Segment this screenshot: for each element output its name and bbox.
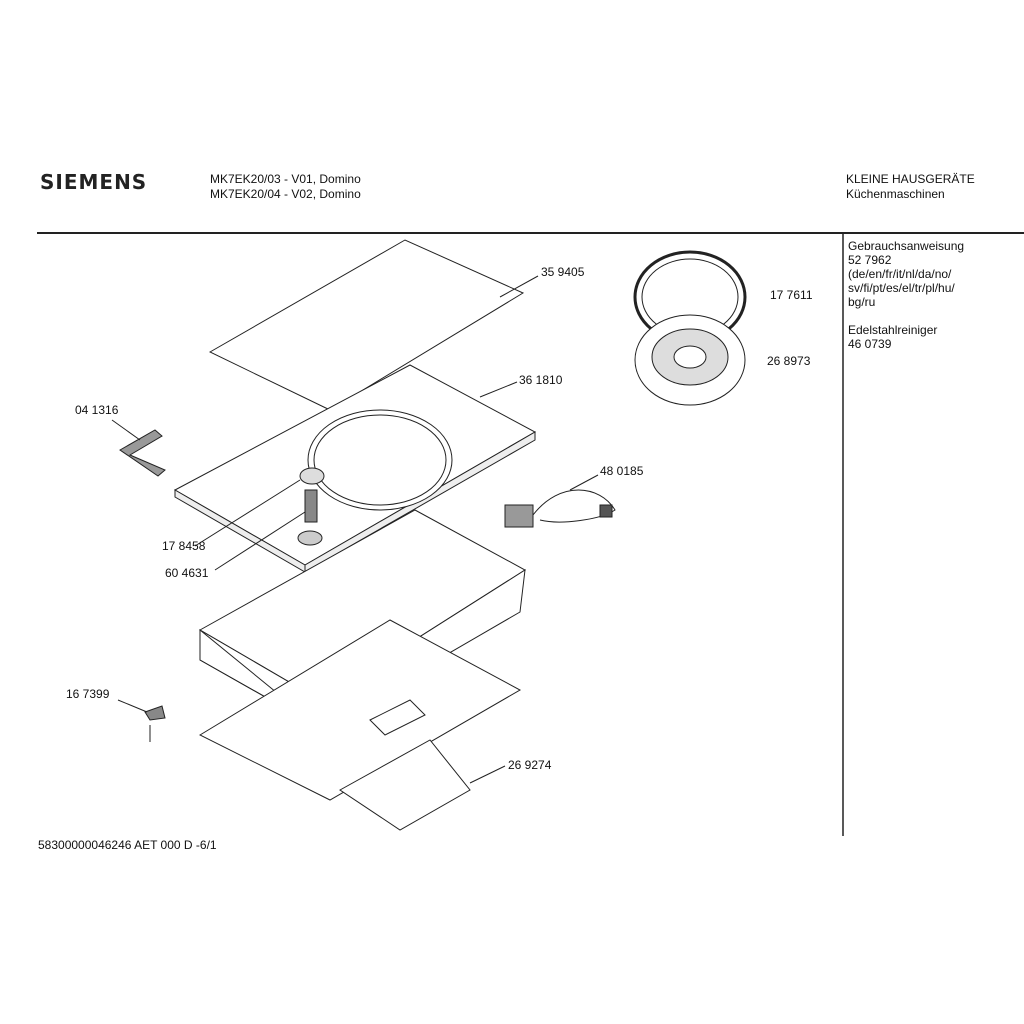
part-label: 36 1810 <box>519 373 563 387</box>
subcategory: Küchenmaschinen <box>846 187 945 201</box>
clip-part <box>117 699 166 742</box>
cable-part <box>504 474 616 528</box>
part-label: 48 0185 <box>600 464 644 478</box>
side-line: 46 0739 <box>848 337 892 351</box>
side-line: Edelstahlreiniger <box>848 323 938 337</box>
siemens-logo: SIEMENS <box>40 170 148 194</box>
document-footer: 58300000046246 AET 000 D -6/1 <box>38 838 217 852</box>
knob-part <box>194 467 325 571</box>
side-line: 52 7962 <box>848 253 892 267</box>
glass-top-part <box>208 239 539 411</box>
part-label: 17 7611 <box>770 288 813 302</box>
side-line: sv/fi/pt/es/el/tr/pl/hu/ <box>848 281 955 295</box>
part-label: 26 9274 <box>508 758 552 772</box>
part-label: 35 9405 <box>541 265 585 279</box>
part-label: 60 4631 <box>165 566 209 580</box>
model-line-2: MK7EK20/04 - V02, Domino <box>210 187 361 201</box>
base-plate-part <box>198 619 522 831</box>
burner-part <box>634 314 746 406</box>
part-label: 26 8973 <box>767 354 811 368</box>
part-label: 16 7399 <box>66 687 110 701</box>
model-line-1: MK7EK20/03 - V01, Domino <box>210 172 361 186</box>
side-line: Gebrauchsanweisung <box>848 239 965 253</box>
frame-part <box>173 364 537 573</box>
bracket-part <box>111 419 166 477</box>
part-label: 17 8458 <box>162 539 206 553</box>
part-label: 04 1316 <box>75 403 119 417</box>
side-line: (de/en/fr/it/nl/da/no/ <box>848 267 952 281</box>
category: KLEINE HAUSGERÄTE <box>846 172 975 186</box>
side-line: bg/ru <box>848 295 876 309</box>
